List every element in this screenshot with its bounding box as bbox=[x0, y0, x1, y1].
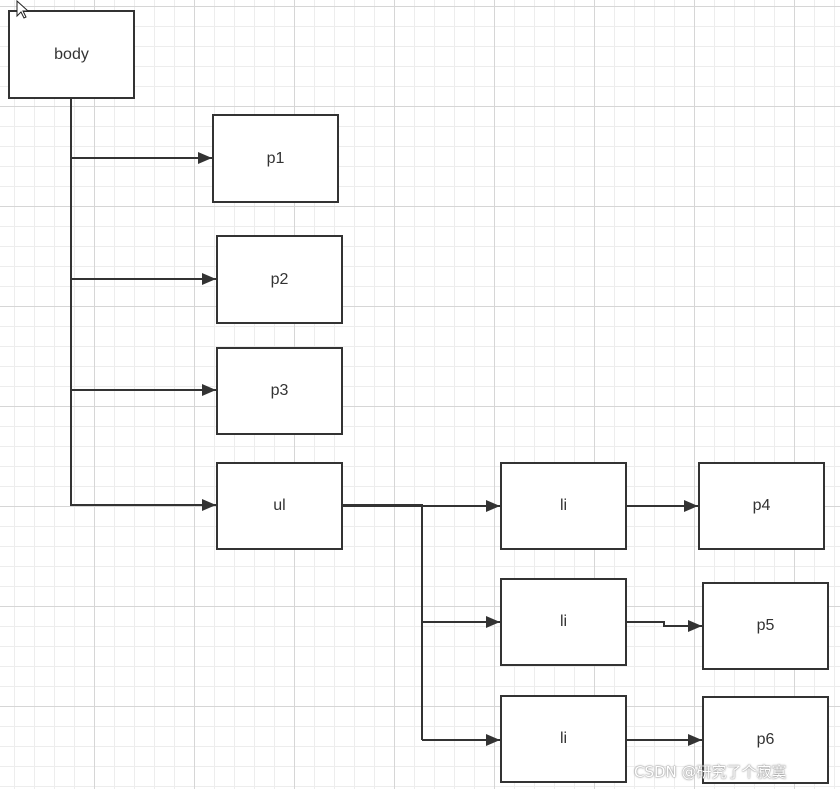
node-p1[interactable]: p1 bbox=[212, 114, 339, 203]
node-li-2[interactable]: li bbox=[500, 578, 627, 666]
node-p3[interactable]: p3 bbox=[216, 347, 343, 435]
edge-ul-trunk bbox=[343, 504, 423, 740]
node-body[interactable]: body bbox=[8, 10, 135, 99]
watermark-text: CSDN @研究了个寂寞 bbox=[634, 763, 787, 781]
mouse-cursor-icon bbox=[16, 0, 30, 19]
node-p2[interactable]: p2 bbox=[216, 235, 343, 324]
edge-li-p5 bbox=[627, 620, 702, 632]
node-p6[interactable]: p6 bbox=[702, 696, 829, 784]
node-ul[interactable]: ul bbox=[216, 462, 343, 550]
node-p4[interactable]: p4 bbox=[698, 462, 825, 550]
node-li-1[interactable]: li bbox=[500, 462, 627, 550]
node-li-3[interactable]: li bbox=[500, 695, 627, 783]
node-p5[interactable]: p5 bbox=[702, 582, 829, 670]
